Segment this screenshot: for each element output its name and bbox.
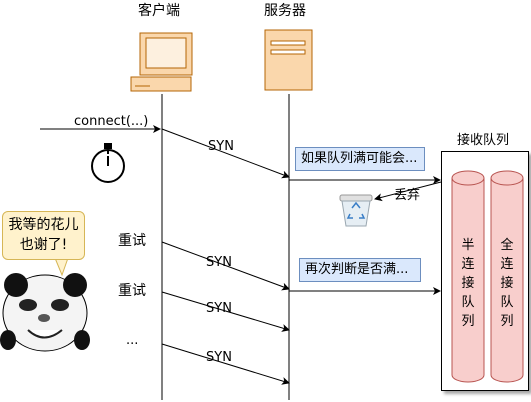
half-queue-cylinder (451, 170, 485, 383)
drop-arrow (374, 181, 442, 202)
half-queue-label: 半连接队列 (461, 238, 475, 329)
syn-arrow-2 (161, 241, 290, 291)
syn-label-4: SYN (206, 350, 232, 365)
bubble-line-2: 也谢了! (19, 237, 68, 253)
desktop-computer-icon (130, 32, 193, 92)
full-queue-label: 全连接队列 (500, 238, 514, 329)
ellipsis-label: ... (126, 333, 139, 348)
speech-bubble: 我等的花儿 也谢了! (2, 211, 85, 260)
syn-label-2: SYN (206, 255, 232, 270)
server-tower-icon (264, 29, 313, 91)
queue-title: 接收队列 (457, 133, 510, 148)
server-header: 服务器 (264, 3, 306, 19)
drop-label: 丢弃 (394, 188, 421, 203)
connect-label: connect(...) (74, 114, 149, 129)
client-header: 客户端 (138, 3, 180, 19)
note-queue-full: 如果队列满可能会... (295, 147, 425, 171)
stopwatch-icon (91, 143, 125, 183)
bubble-line-1: 我等的花儿 (8, 217, 79, 233)
retry-label-1: 重试 (118, 233, 146, 249)
full-queue-cylinder (490, 170, 524, 383)
note-recheck: 再次判断是否满... (299, 258, 421, 282)
syn-label-1: SYN (208, 139, 234, 154)
panda-face-meme-icon (0, 273, 90, 352)
syn-label-3: SYN (206, 301, 232, 316)
retry-label-2: 重试 (118, 283, 146, 299)
syn-arrow-1 (161, 128, 290, 179)
recycle-bin-icon (339, 194, 373, 227)
syn-arrow-4 (161, 343, 290, 385)
syn-arrow-3 (161, 291, 290, 332)
